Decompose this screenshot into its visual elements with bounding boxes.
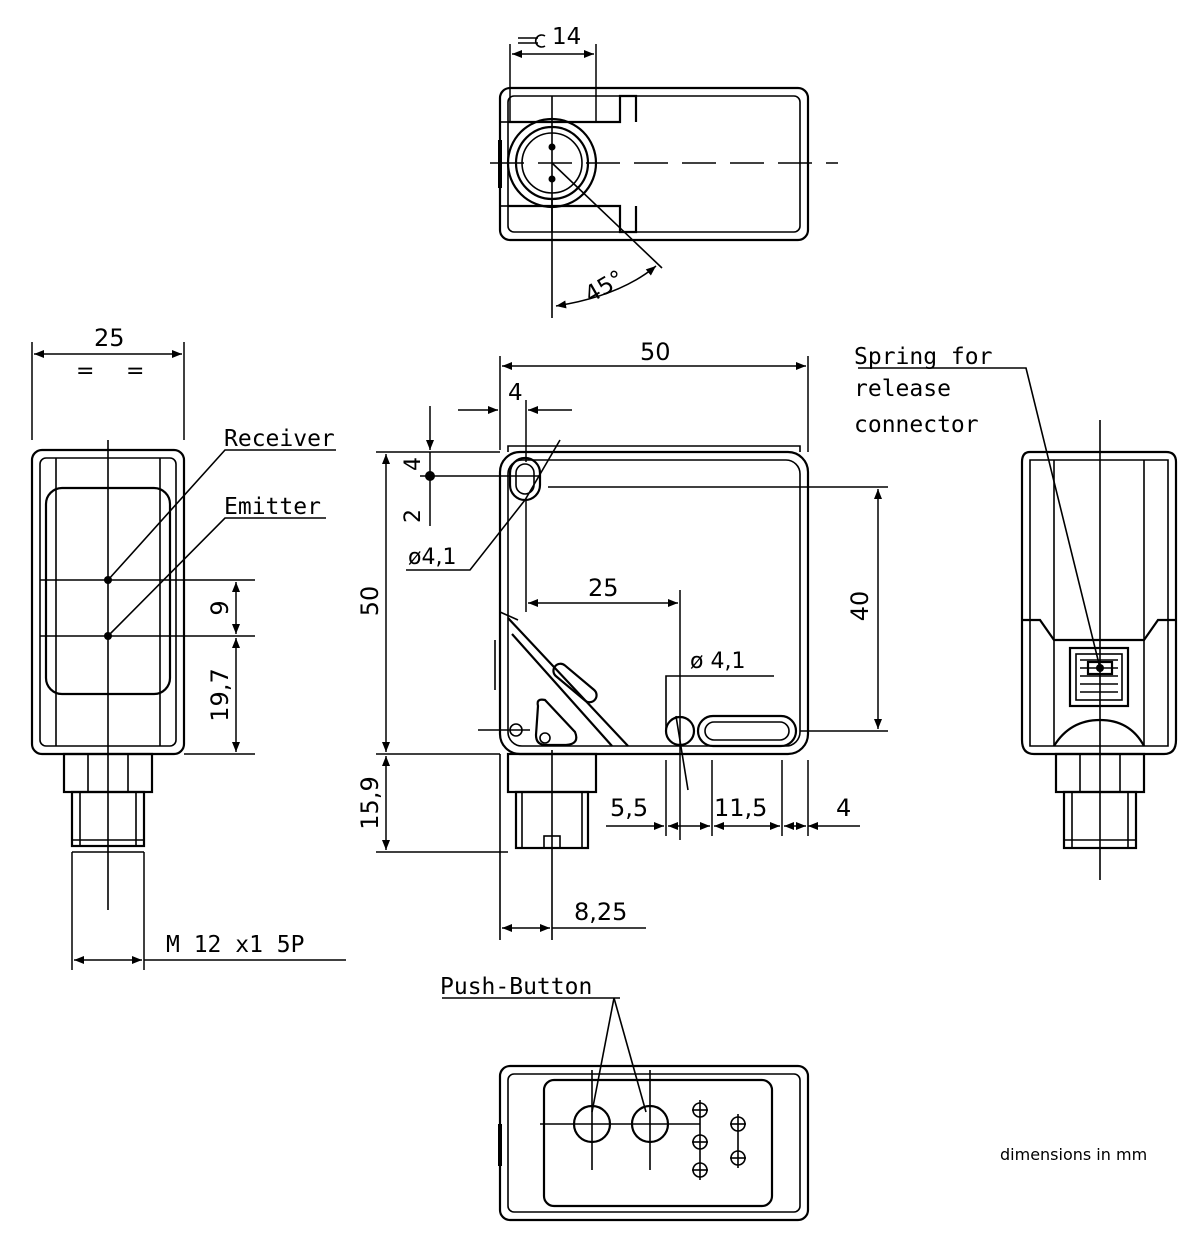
dim-45-label: 45°: [580, 266, 628, 309]
spring-label-line1: Spring for: [854, 344, 992, 370]
push-button-1: [572, 1070, 612, 1170]
mounting-hole-top: [508, 456, 542, 502]
dim-14-label: 14: [552, 24, 581, 50]
slot-front: [696, 714, 798, 748]
dim-4-right-label: 4: [836, 794, 851, 822]
dim-4-horizontal-label: 4: [508, 380, 523, 406]
dim-40-label: 40: [846, 591, 874, 622]
dim-2-label: 2: [401, 509, 426, 523]
connector-side-left: [62, 752, 154, 853]
side-view-right: Spring for release connector: [854, 344, 1178, 880]
dim-19-7-label: 19,7: [206, 668, 234, 721]
push-button-label: Push-Button: [440, 974, 592, 1000]
front-view: 50 4 4 2 ø4,1 50 15,9 25 ø: [356, 338, 888, 940]
side-view-left: 25 = = 9 19,7 Receiver Emitter M 12 x1 5…: [30, 324, 346, 970]
receiver-label: Receiver: [224, 426, 335, 452]
push-button-front: [534, 698, 578, 747]
dim-5-5-label: 5,5: [610, 794, 648, 822]
equal-mark-left: =: [76, 359, 94, 384]
emitter-label: Emitter: [224, 494, 321, 520]
dim-15-9-label: 15,9: [356, 776, 384, 829]
dim-50-vertical-label: 50: [356, 586, 384, 617]
dim-25-front-label: 25: [588, 574, 619, 602]
spring-label-line2: release: [854, 376, 951, 402]
bottom-view: Push-Button: [440, 974, 810, 1222]
thread-label: M 12 x1 5P: [166, 932, 304, 958]
equal-mark-right: =: [126, 359, 144, 384]
dim-9-label: 9: [206, 600, 234, 615]
dim-8-25-label: 8,25: [574, 898, 627, 926]
dim-4-vertical-label: 4: [401, 457, 426, 471]
dim-11-5-label: 11,5: [714, 794, 767, 822]
dim-50-horizontal-label: 50: [640, 338, 671, 366]
dim-25-side-label: 25: [94, 324, 125, 352]
led-indicators: [692, 1100, 746, 1180]
push-button-2: [630, 1070, 670, 1170]
dim-hole-diameter-bottom-label: ø 4,1: [690, 649, 745, 674]
spring-label-line3: connector: [854, 412, 979, 438]
release-spring: [1068, 646, 1130, 708]
top-view: 14 45°: [490, 24, 838, 318]
dim-hole-diameter-top-label: ø4,1: [408, 545, 456, 570]
units-note: dimensions in mm: [1000, 1145, 1147, 1164]
